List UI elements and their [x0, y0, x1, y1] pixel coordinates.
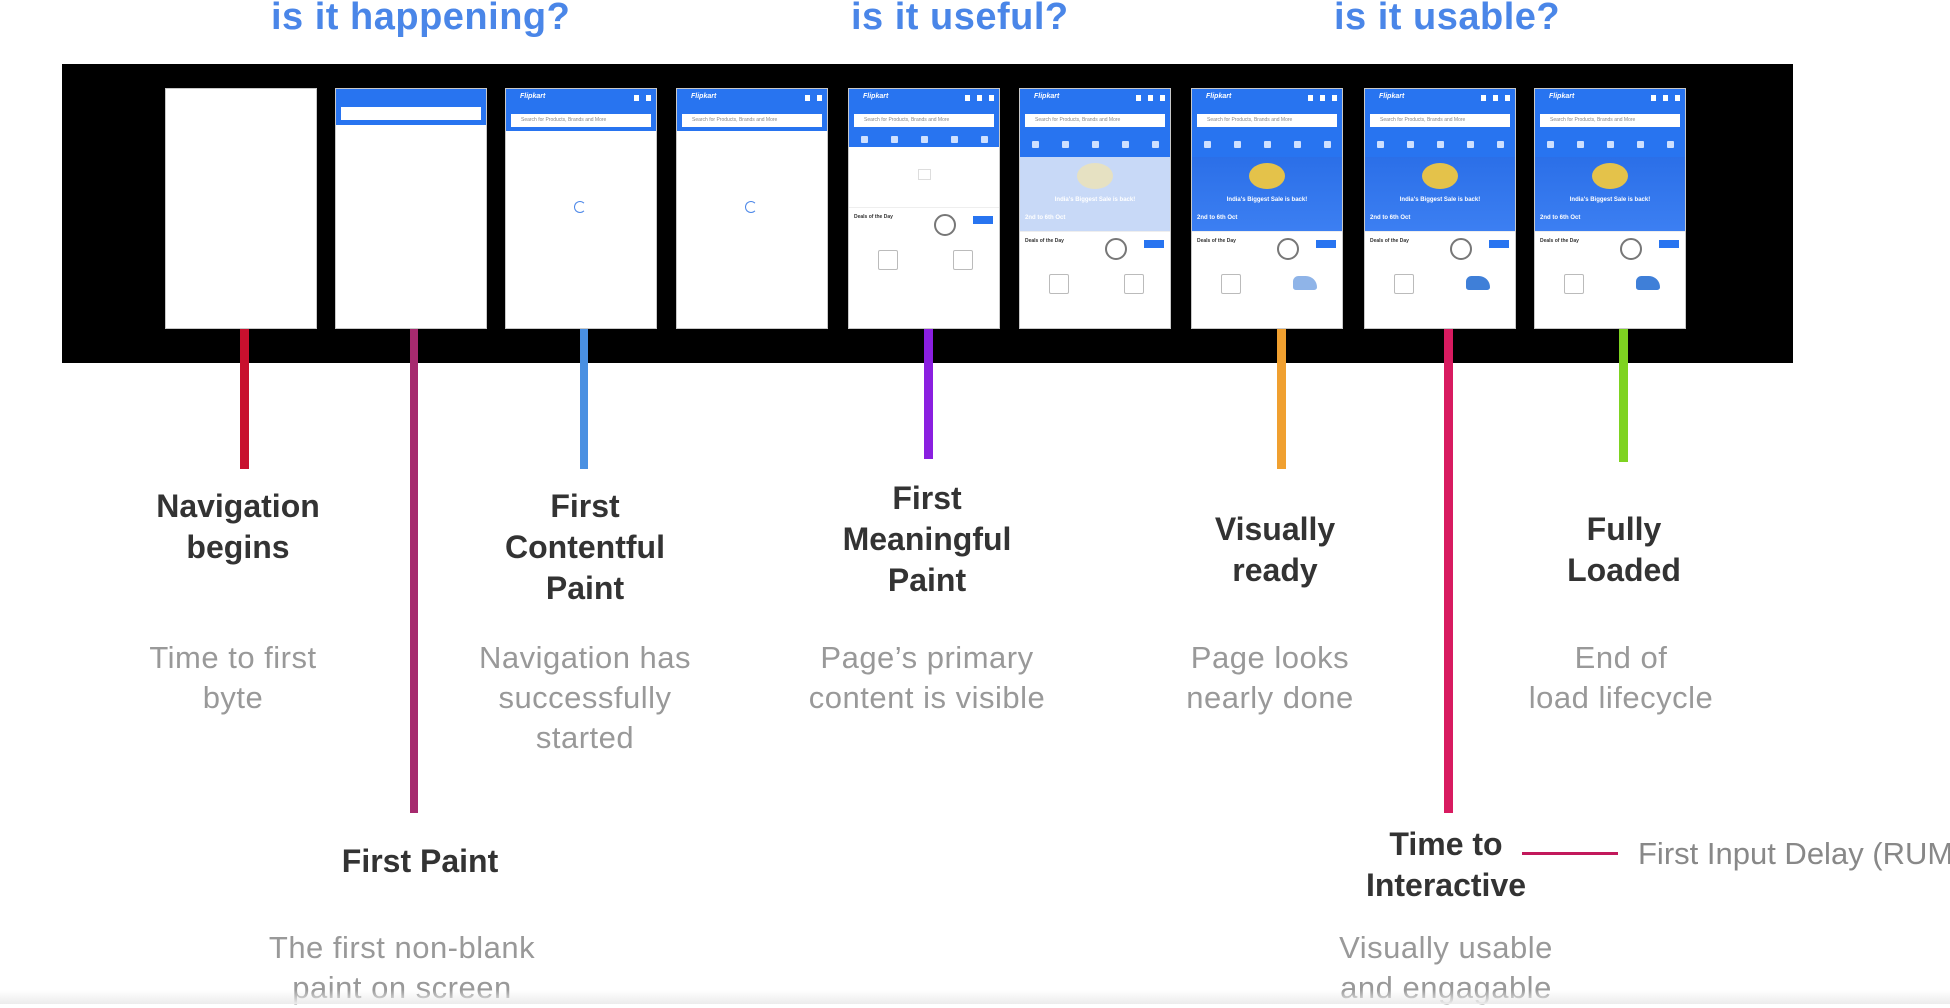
frame-first-paint	[335, 88, 487, 329]
brand-logo: Flipkart	[691, 93, 717, 100]
frame-interactive: Flipkart Search for Products, Brands and…	[1364, 88, 1516, 329]
clock-icon	[1277, 238, 1299, 260]
loading-spinner-icon	[745, 201, 757, 213]
search-box: Search for Products, Brands and More	[511, 114, 651, 127]
search-box: Search for Products, Brands and More	[1370, 114, 1510, 127]
question-usable: is it usable?	[1334, 0, 1561, 38]
banner-text: India's Biggest Sale is back!	[1226, 197, 1308, 203]
sale-badge-icon	[1592, 163, 1628, 189]
search-box: Search for Products, Brands and More	[1025, 114, 1165, 127]
frame-contentful-2: Flipkart Search for Products, Brands and…	[676, 88, 828, 329]
sale-badge-icon	[1077, 163, 1113, 189]
search-box: Search for Products, Brands and More	[1197, 114, 1337, 127]
brand-logo: Flipkart	[520, 93, 546, 100]
connector-time-to-interactive	[1444, 329, 1453, 813]
frame-fully-loaded: Flipkart Search for Products, Brands and…	[1534, 88, 1686, 329]
connector-navigation-begins	[240, 329, 249, 469]
search-box: Search for Products, Brands and More	[1540, 114, 1680, 127]
brand-logo: Flipkart	[1034, 93, 1060, 100]
frame-visually-ready: Flipkart Search for Products, Brands and…	[1191, 88, 1343, 329]
search-box: Search for Products, Brands and More	[682, 114, 822, 127]
milestone-first-paint: First Paint	[341, 843, 499, 879]
banner-text: India's Biggest Sale is back!	[1569, 197, 1651, 203]
clock-icon	[1450, 238, 1472, 260]
banner-date: 2nd to 6th Oct	[1197, 215, 1238, 221]
clock-icon	[1620, 238, 1642, 260]
connector-first-contentful-paint	[580, 329, 588, 469]
brand-logo: Flipkart	[1206, 93, 1232, 100]
deals-title: Deals of the Day	[1540, 238, 1579, 244]
fid-connector	[1522, 852, 1618, 855]
banner-text: India's Biggest Sale is back!	[1054, 197, 1136, 203]
loading-spinner-icon	[574, 201, 586, 213]
frame-contentful: Flipkart Search for Products, Brands and…	[505, 88, 657, 329]
frame-blank	[165, 88, 317, 329]
connector-first-meaningful-paint	[924, 329, 933, 459]
banner-text: India's Biggest Sale is back!	[1399, 197, 1481, 203]
brand-logo: Flipkart	[1549, 93, 1575, 100]
banner-date: 2nd to 6th Oct	[1025, 215, 1066, 221]
banner-date: 2nd to 6th Oct	[1370, 215, 1411, 221]
frame-pale-banner: Flipkart Search for Products, Brands and…	[1019, 88, 1171, 329]
connector-first-paint	[410, 329, 418, 813]
banner-date: 2nd to 6th Oct	[1540, 215, 1581, 221]
clock-icon	[1105, 238, 1127, 260]
brand-logo: Flipkart	[863, 93, 889, 100]
sale-badge-icon	[1249, 163, 1285, 189]
frame-meaningful: Flipkart Search for Products, Brands and…	[848, 88, 1000, 329]
brand-logo: Flipkart	[1379, 93, 1405, 100]
connector-visually-ready	[1277, 329, 1286, 469]
question-happening: is it happening?	[271, 0, 571, 38]
deals-title: Deals of the Day	[1370, 238, 1409, 244]
search-box: Search for Products, Brands and More	[854, 114, 994, 127]
deals-title: Deals of the Day	[854, 214, 893, 220]
deals-title: Deals of the Day	[1197, 238, 1236, 244]
sale-badge-icon	[1422, 163, 1458, 189]
bottom-fade	[0, 990, 1950, 1004]
connector-fully-loaded	[1619, 329, 1628, 462]
first-input-delay-label: First Input Delay (RUM)	[1638, 836, 1950, 871]
question-useful: is it useful?	[851, 0, 1069, 38]
clock-icon	[934, 214, 956, 236]
deals-title: Deals of the Day	[1025, 238, 1064, 244]
